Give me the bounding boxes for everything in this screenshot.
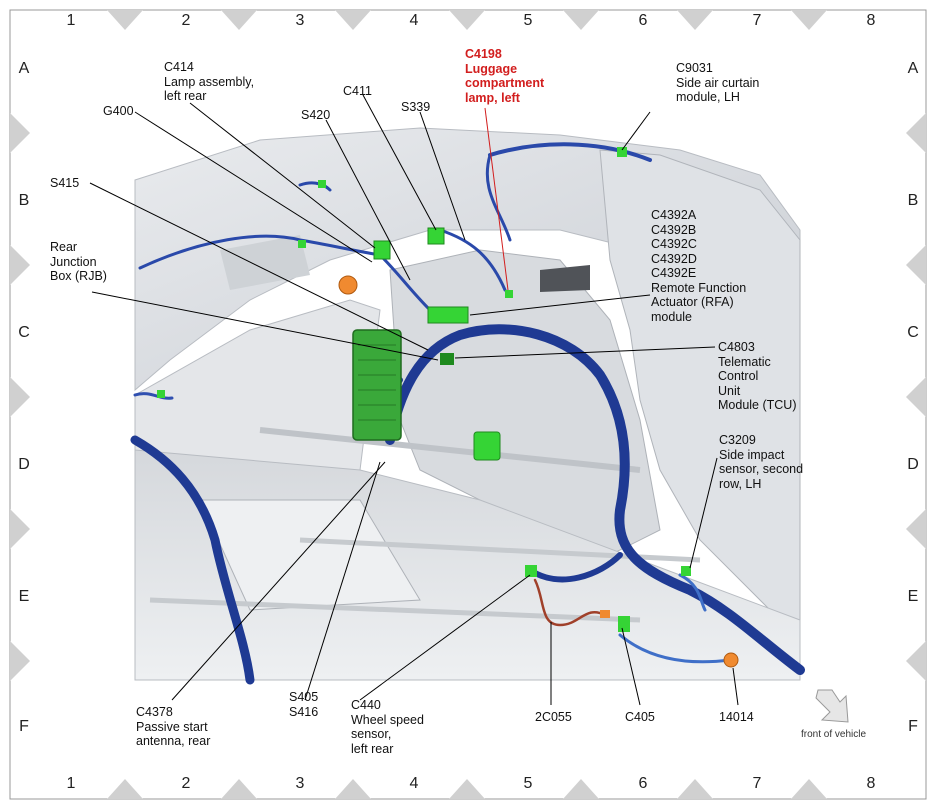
leader-line-c4198 — [484, 107, 509, 291]
column-label-top: 7 — [752, 12, 762, 29]
column-label-bottom: 7 — [752, 775, 762, 792]
c9031-connector — [617, 147, 627, 157]
row-label-right: B — [907, 192, 919, 209]
column-label-bottom: 8 — [866, 775, 876, 792]
column-label-bottom: 2 — [181, 775, 191, 792]
row-label-right: A — [907, 60, 919, 77]
callout-14014: 14014 — [719, 710, 754, 724]
c440-connector — [525, 565, 537, 577]
column-label-top: 8 — [866, 12, 876, 29]
c414-connector — [373, 240, 391, 260]
row-label-right: F — [908, 718, 918, 735]
front-of-vehicle-label: front of vehicle — [801, 729, 867, 740]
vehicle-body-illustration — [134, 127, 801, 681]
column-label-bottom: 3 — [295, 775, 305, 792]
callout-s339: S339 — [401, 100, 431, 114]
rfa-connector-block — [427, 306, 469, 324]
components — [157, 147, 739, 668]
c411-connector — [427, 227, 445, 245]
column-label-bottom: 1 — [66, 775, 76, 792]
small-connector-far-left — [157, 390, 165, 398]
row-label-left: F — [19, 718, 29, 735]
callout-c405: C405 — [625, 710, 655, 724]
column-label-top: 6 — [638, 12, 648, 29]
orange-component-2c055 — [600, 610, 610, 618]
c4198-connector — [505, 290, 513, 298]
tcu-connector — [440, 353, 454, 365]
column-label-bottom: 5 — [523, 775, 533, 792]
row-label-left: B — [18, 192, 30, 209]
c405-connector — [618, 616, 630, 632]
wiring-harness — [130, 142, 805, 685]
grid-markers-top — [107, 10, 827, 30]
orange-component — [338, 275, 358, 295]
column-label-top: 5 — [523, 12, 533, 29]
small-connector-upper — [318, 180, 326, 188]
callout-g400: G400 — [103, 104, 134, 118]
callout-2c055: 2C055 — [535, 710, 572, 724]
row-label-left: E — [18, 588, 30, 605]
rjb-module — [352, 329, 402, 441]
grid-markers-right — [906, 113, 926, 681]
row-label-left: A — [18, 60, 30, 77]
large-connector — [473, 431, 501, 461]
column-label-top: 3 — [295, 12, 305, 29]
orange-component-14014 — [723, 652, 739, 668]
callout-c411: C411 — [343, 84, 372, 98]
column-label-top: 2 — [181, 12, 191, 29]
column-label-bottom: 4 — [409, 775, 419, 792]
callout-s420: S420 — [301, 108, 331, 122]
row-label-right: E — [907, 588, 919, 605]
leader-lines — [89, 94, 739, 706]
grid-markers-bottom — [107, 779, 827, 799]
column-label-top: 1 — [66, 12, 76, 29]
column-label-bottom: 6 — [638, 775, 648, 792]
row-label-left: D — [18, 456, 30, 473]
small-connector-left — [298, 240, 306, 248]
row-label-right: C — [907, 324, 919, 341]
column-label-top: 4 — [409, 12, 419, 29]
row-label-right: D — [907, 456, 919, 473]
callout-s415: S415 — [50, 176, 80, 190]
front-of-vehicle-arrow-icon — [815, 689, 849, 723]
c3209-connector — [681, 566, 691, 576]
row-label-left: C — [18, 324, 30, 341]
grid-markers-left — [10, 113, 30, 681]
